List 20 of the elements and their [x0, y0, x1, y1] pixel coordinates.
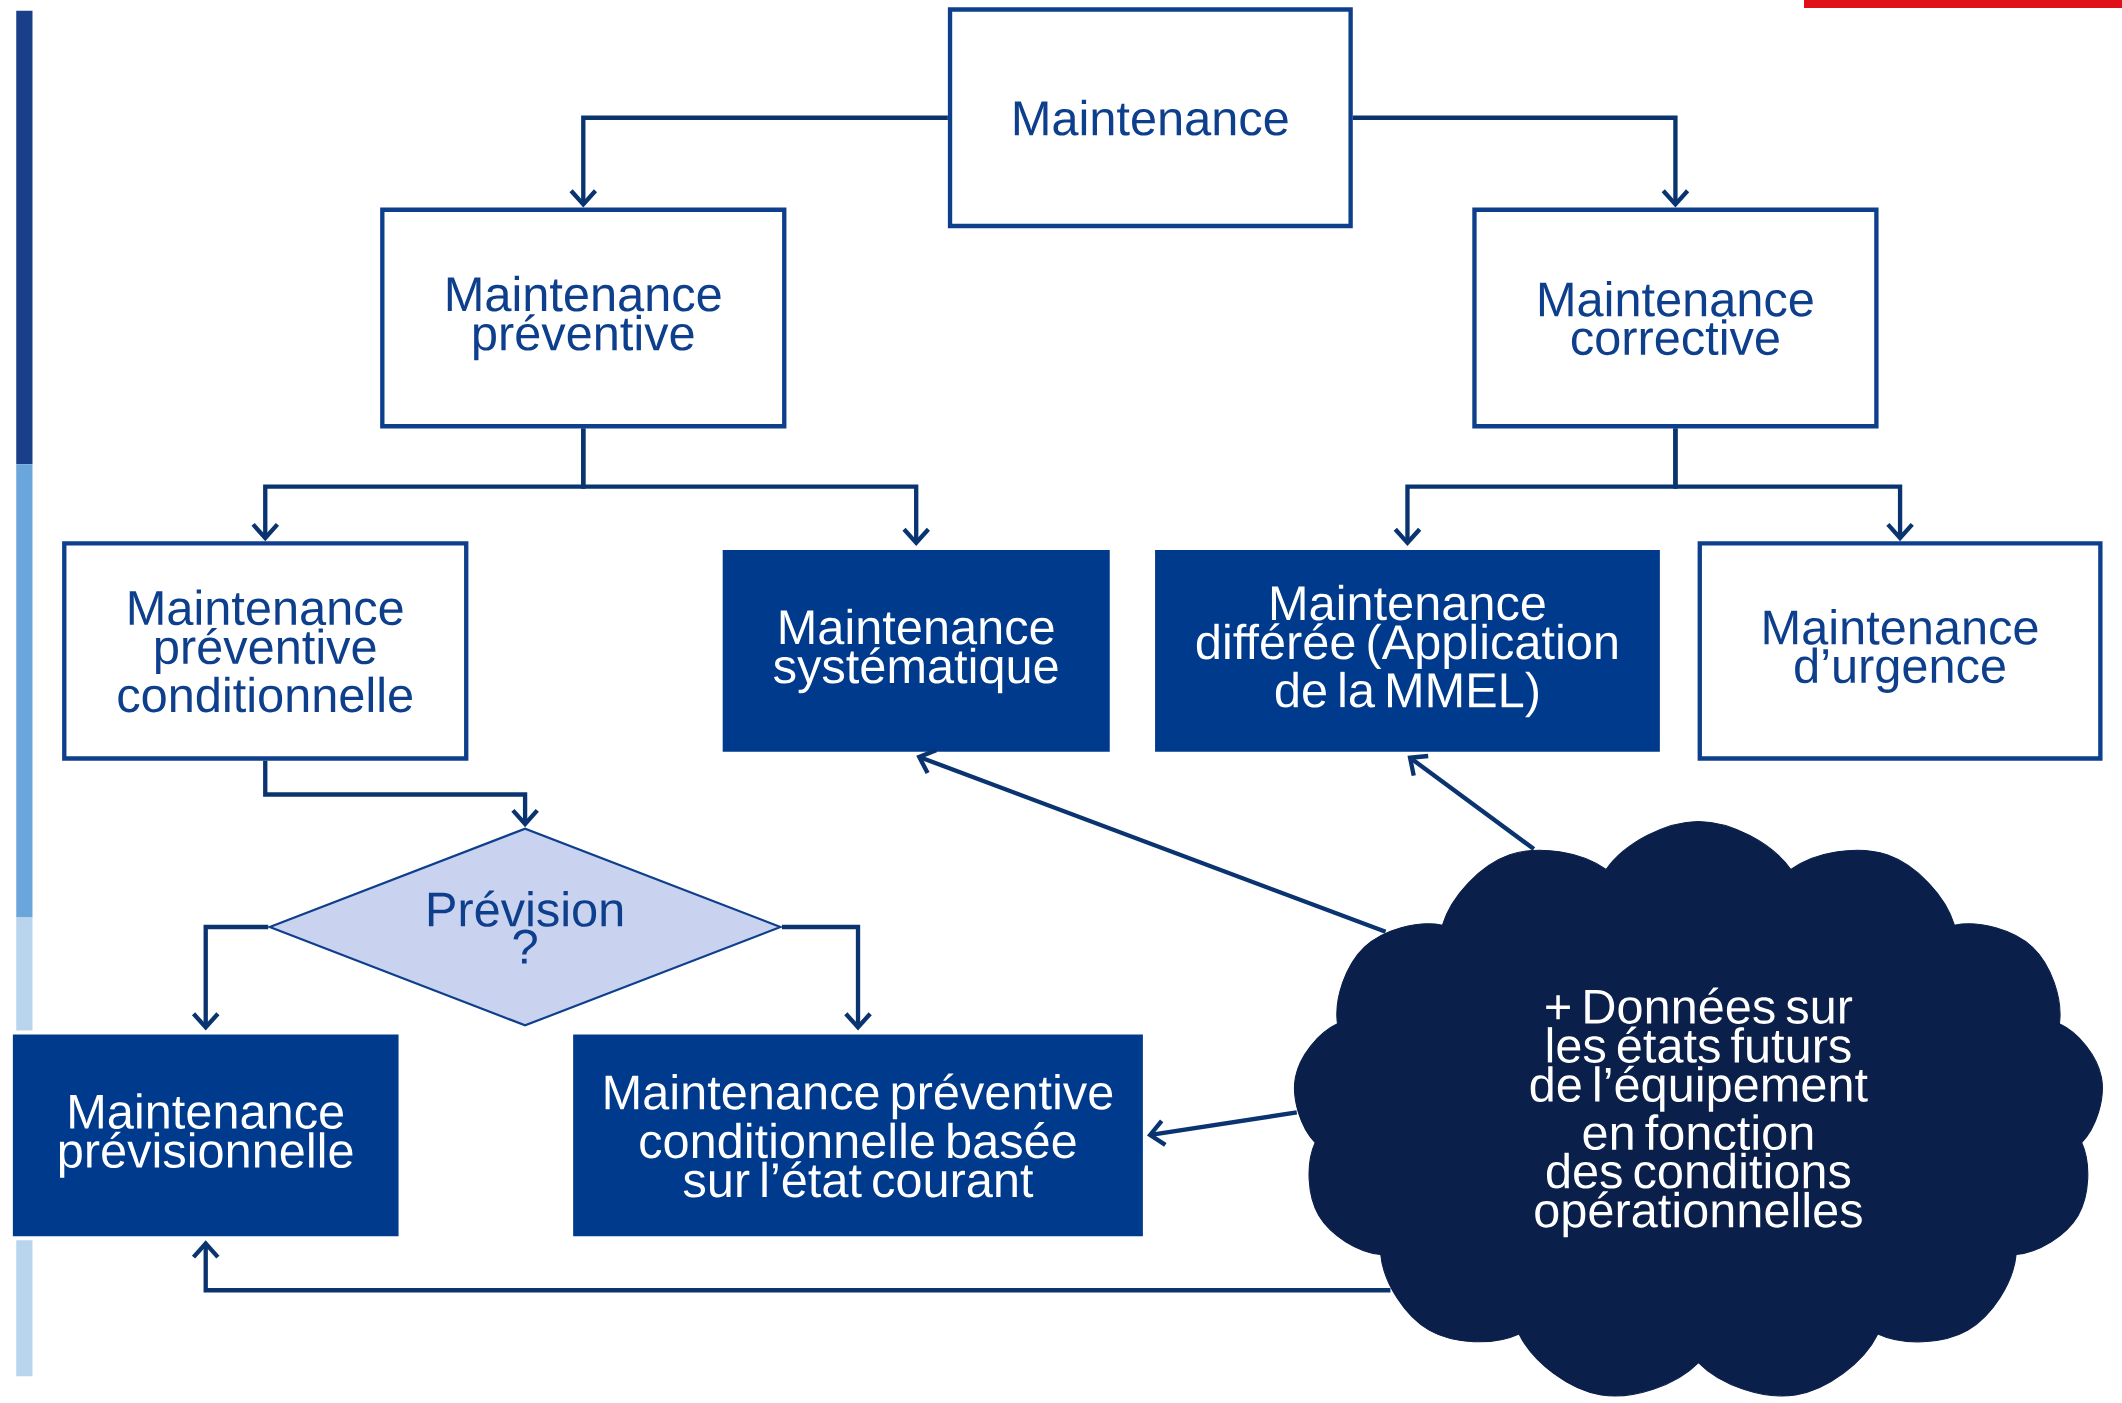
process-box: Maintenance d’urgence — [1697, 541, 2103, 761]
process-box: Maintenance prévisionnelle — [8, 1030, 403, 1241]
process-box: Maintenance corrective — [1472, 207, 1879, 429]
process-box: Maintenance préventive — [380, 207, 787, 429]
arrow — [781, 924, 872, 1031]
arrow — [569, 115, 948, 208]
arrow — [1352, 115, 1690, 208]
arrow — [263, 760, 539, 827]
arrow — [581, 428, 930, 546]
process-box: Maintenance différée (Application de la MMEL) — [1151, 545, 1664, 756]
arrow — [1407, 753, 1536, 851]
process-box: Maintenance — [947, 7, 1353, 228]
arrow — [1146, 1110, 1298, 1147]
process-box: Maintenance systématique — [718, 545, 1114, 756]
arrow — [191, 1240, 1391, 1293]
process-box: Maintenance préventive conditionnelle — [62, 541, 469, 761]
arrow — [916, 748, 1387, 934]
arrow — [191, 924, 269, 1031]
process-box: Maintenance préventive conditionnelle basée sur l’état courant — [569, 1030, 1147, 1241]
arrow — [1673, 428, 1914, 541]
